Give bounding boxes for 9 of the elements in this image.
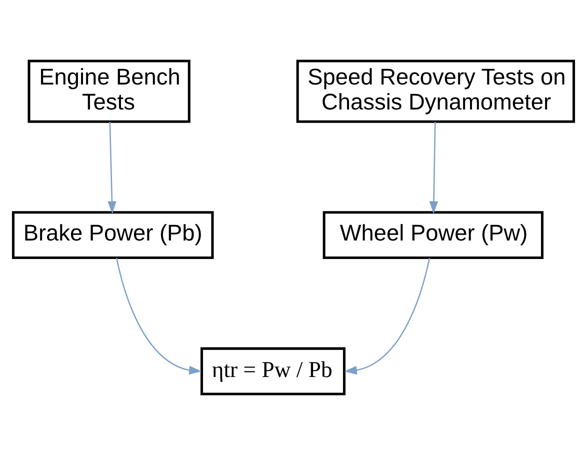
node-box: ηtr = Pw / Pb	[200, 346, 346, 395]
arrow	[108, 121, 116, 214]
node-box: Brake Power (Pb)	[12, 210, 214, 259]
arrow	[116, 257, 202, 374]
arrow	[344, 257, 430, 374]
node-box: Wheel Power (Pw)	[322, 210, 544, 259]
node-box: Speed Recovery Tests on Chassis Dynamometer	[296, 59, 576, 122]
node-box: Engine Bench Tests	[28, 59, 190, 122]
arrow	[429, 121, 438, 214]
